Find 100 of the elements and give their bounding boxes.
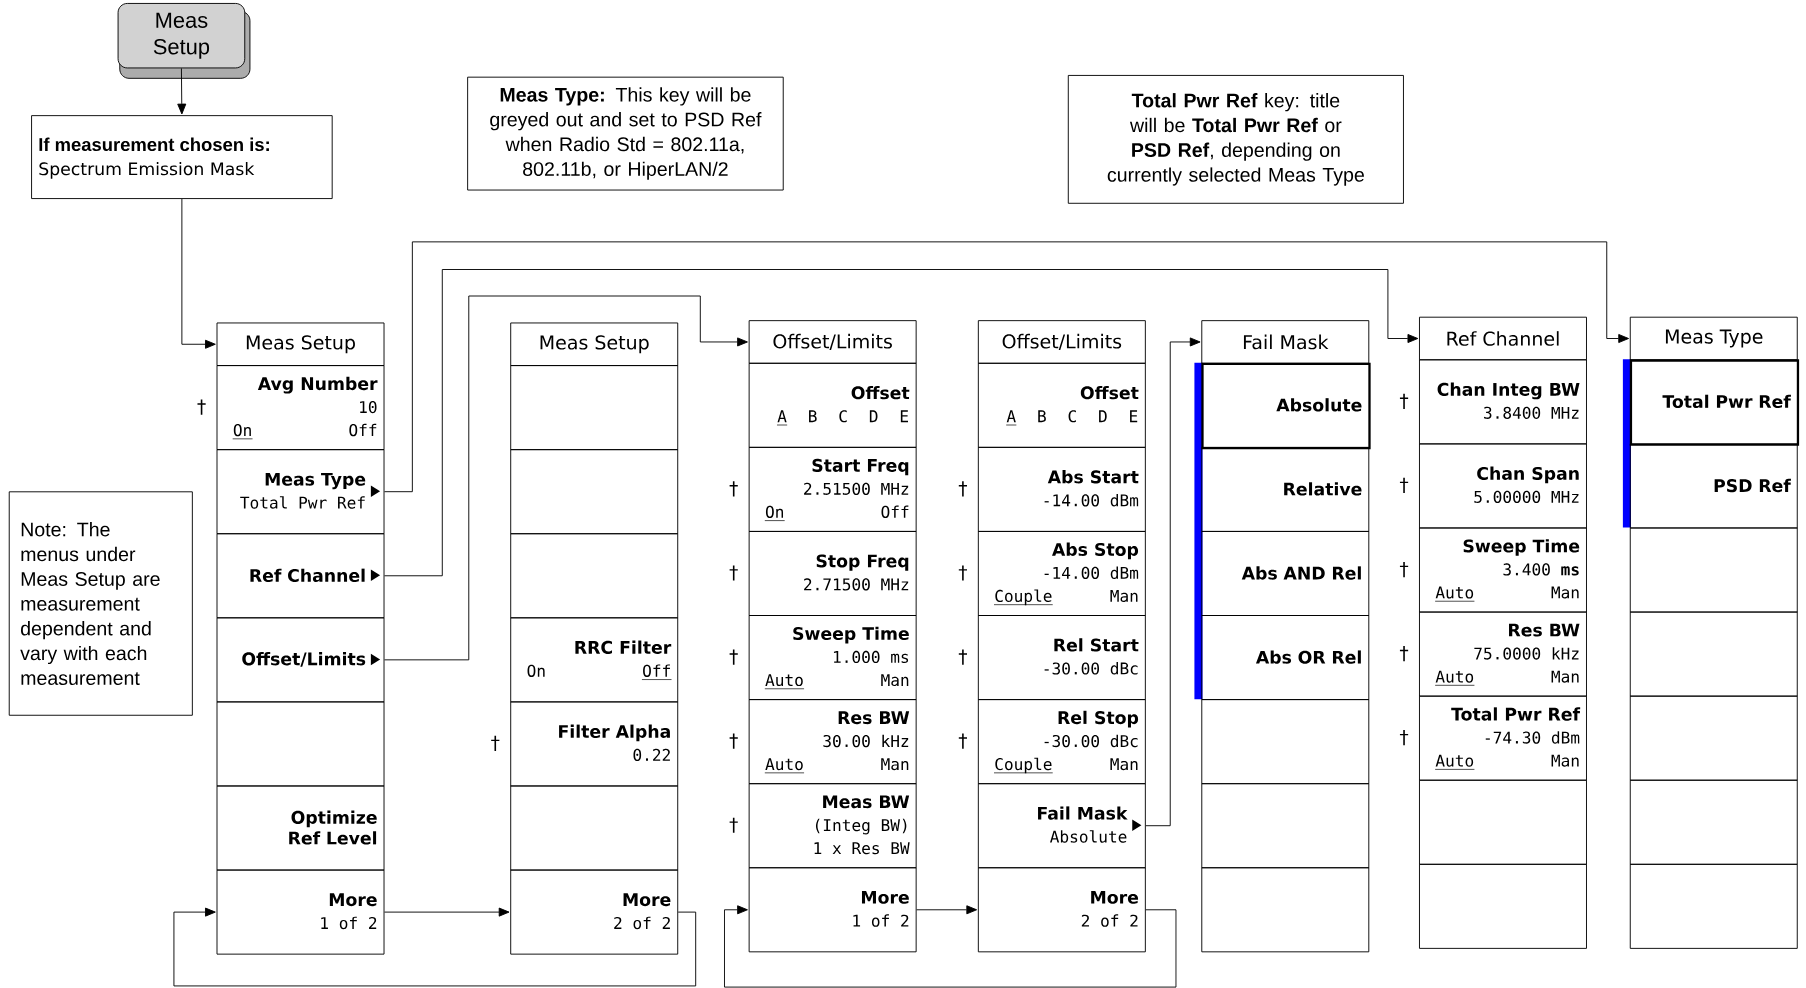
arrow [916,905,978,915]
blank-key [1629,611,1798,697]
dagger-mark: † [729,733,738,749]
menu-key: Avg Number 10 On Off [216,365,385,450]
menu-key: Rel Start -30.00 dBc [977,614,1146,700]
menu-key: Abs AND Rel [1201,530,1370,616]
dagger-mark: † [729,481,738,497]
node-label: Man [881,674,909,687]
blank-key [1201,783,1370,869]
menu-key: Relative [1201,446,1370,532]
menu-key: PSD Ref [1629,443,1798,529]
dagger-mark: † [958,733,967,749]
menu-key: Ref Channel [216,533,385,619]
menu-key: More 2 of 2 [977,867,1146,953]
blank-key [1629,527,1798,613]
note-box: Total Pwr Ref key: title will be Total Pwr Ref or PSD Ref, depending on currently selected Meas Type [1067,74,1404,204]
arrow [1145,337,1201,827]
menu-key: Abs OR Rel [1201,614,1370,700]
menu-key: Offset A B C D E [977,362,1146,448]
node-label: Man [1110,589,1138,602]
dagger-mark: † [958,649,967,665]
node-label: -30.00 dBc [1044,734,1138,748]
menu-key: Sweep Time 1.000 ms Auto Man [748,614,917,700]
menu-key: Optimize Ref Level [216,785,385,871]
menu-title: Meas Type [1629,316,1798,361]
dagger-mark: † [1399,561,1409,578]
menu-title: Offset/Limits [977,320,1146,364]
node-label: Total Pwr Ref [1451,707,1581,721]
node-label: 30.00 kHz [823,734,909,748]
blank-key [1629,863,1798,949]
node-label: Auto [1435,754,1474,767]
menu-key: Filter Alpha 0.22 [510,701,679,787]
arrow [384,907,510,917]
menu-key: Chan Span 5.00000 MHz [1419,443,1587,529]
blank-key [1201,867,1370,953]
dagger-mark: † [729,817,738,833]
note-box: Meas Type: This key will be greyed out and set to PSD Ref when Radio Std = 802.11a, 802.11b, or HiperLAN/2 [467,76,784,191]
node-label: Start Freq [812,458,909,476]
node-label: Couple [995,589,1052,606]
node-label: Auto [765,758,803,771]
blank-key [1629,695,1798,781]
menu-key: Sweep Time 3.400 ms Auto Man [1419,527,1587,613]
node-label: Man [1551,670,1579,683]
blank-key [510,533,679,619]
dagger-mark: † [1399,645,1409,662]
node-label: -14.00 dBm [1044,566,1139,579]
node-label: Off [881,505,909,518]
menu-key: More 2 of 2 [510,869,679,955]
node-label: 10 [360,400,377,414]
menu-key: Total Pwr Ref -74.30 dBm Auto Man [1419,695,1587,781]
menu-key: Offset/Limits [216,617,385,703]
node-label: Sweep Time [1463,539,1580,556]
dagger-mark: † [958,481,967,497]
arrow [181,198,216,349]
menu-title: Fail Mask [1201,320,1370,364]
menu-key: Abs Stop -14.00 dBm Couple Man [977,530,1146,616]
arrow [173,907,697,987]
node-label: Auto [1435,586,1474,599]
node-label: Auto [765,674,803,687]
blank-key [510,365,679,450]
blank-key [510,449,679,535]
node-label: Couple [995,757,1052,774]
menu-key: Start Freq 2.51500 MHz On Off [748,446,917,532]
node-label: -74.30 dBm [1485,731,1580,744]
node-label: 2.51500 MHz [804,482,909,495]
dagger-mark: † [491,735,500,751]
arrow [384,295,748,661]
menu-key: Meas BW (Integ BW) 1 x Res BW [748,783,917,869]
menu-title: Offset/Limits [748,320,917,364]
menu-key: Absolute [1201,362,1371,450]
blank-key [216,701,385,787]
menu-key: Rel Stop -30.00 dBc Couple Man [977,699,1146,785]
dagger-mark: † [958,565,967,581]
menu-key: More 1 of 2 [748,867,917,953]
menu-key: Stop Freq 2.71500 MHz [748,530,917,616]
node-label: 75.0000 kHz [1474,647,1579,660]
dagger-mark: † [197,399,206,415]
condition-box: If measurement chosen is: Spectrum Emission Mask [31,115,333,199]
node-label: Man [1551,754,1579,767]
blank-key [1419,779,1587,865]
note-box: Note: The menus under Meas Setup are measurement dependent and vary with each measurement [8,491,193,716]
menu-title: Meas Setup [216,322,385,366]
node-label: Rel Stop [1058,710,1139,728]
menu-key: Chan Integ BW 3.8400 MHz [1419,359,1587,445]
arrow [177,67,187,115]
arrow [724,905,1177,988]
node-label: On [765,505,784,518]
node-label: Man [1110,758,1138,771]
node-label: Auto [1435,670,1474,683]
node-label: 3.400 ms [1503,563,1579,576]
node-label: Avg Number [257,376,378,394]
node-label: Res BW [1509,623,1580,637]
blank-key [510,785,679,871]
menu-key: Res BW 30.00 kHz Auto Man [748,699,917,785]
blank-key [1201,699,1370,785]
arrow [384,241,1629,493]
dagger-mark: † [729,565,738,581]
menu-key: Total Pwr Ref [1629,359,1800,446]
menu-key: More 1 of 2 [216,869,385,955]
node-label: Res BW [838,711,910,725]
